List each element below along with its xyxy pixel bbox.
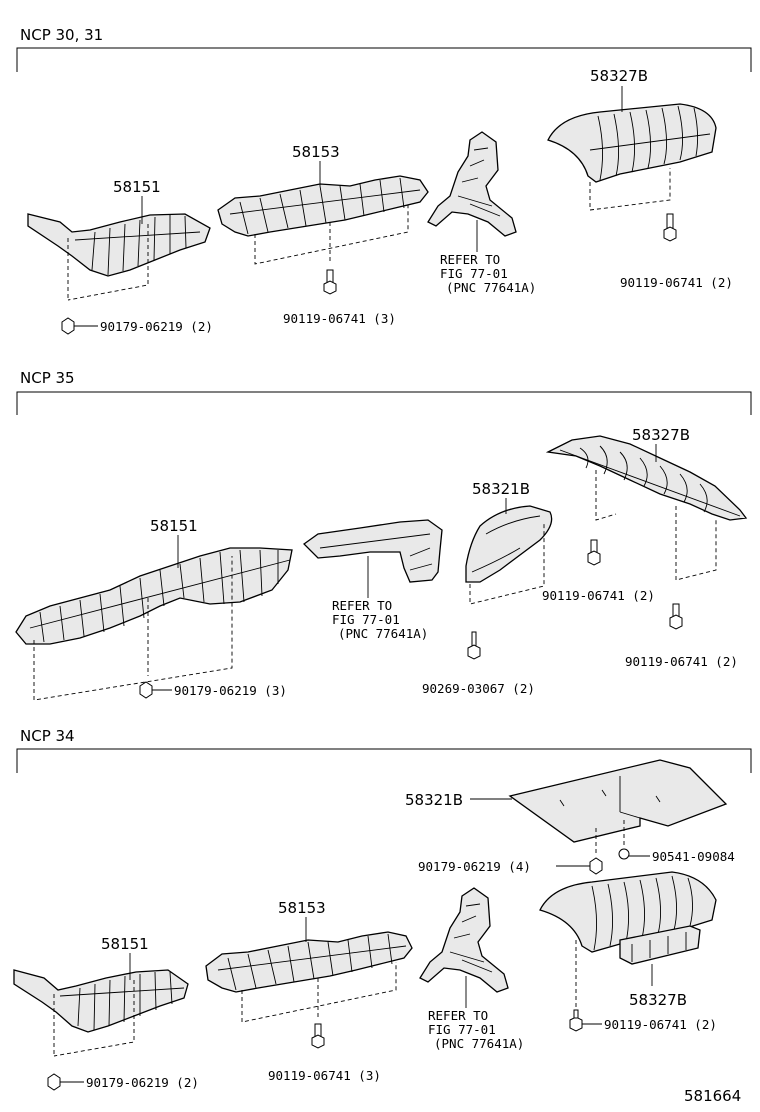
section-bracket: [16, 748, 752, 773]
fastener-label-nut: 90179-06219 (3): [174, 683, 287, 698]
heat-insulator-58321b[interactable]: [465, 505, 553, 583]
refer-line-3: (PNC 77641A): [338, 626, 428, 641]
fastener-label-bolt: 90119-06741 (2): [604, 1017, 717, 1032]
part-number-58151: 58151: [113, 178, 161, 196]
part-number-58327b: 58327B: [590, 67, 648, 85]
bolt-icon: [467, 631, 481, 660]
section-title-ncp-35: NCP 35: [20, 369, 75, 387]
part-number-58321b: 58321B: [472, 480, 530, 498]
fastener-label-bolt: 90119-06741 (3): [283, 311, 396, 326]
bolt-icon: [311, 1023, 325, 1049]
section-title-ncp-30-31: NCP 30, 31: [20, 26, 103, 44]
fastener-label-nut: 90179-06219 (2): [100, 319, 213, 334]
fastener-label-bolt: 90119-06741 (2): [620, 275, 733, 290]
heat-insulator-58153[interactable]: [205, 931, 413, 993]
bolt-icon: [323, 269, 337, 295]
section-ncp-35: NCP 35 58151 90179-06219 (3) REFER TO FI…: [15, 369, 752, 701]
fastener-label-nut: 90179-06219 (2): [86, 1075, 199, 1090]
bolt-icon: [663, 213, 677, 242]
fastener-label-nut: 90541-09084: [652, 849, 735, 864]
refer-line-2: FIG 77-01: [428, 1022, 496, 1037]
refer-line-3: (PNC 77641A): [446, 280, 536, 295]
part-number-58327b: 58327B: [629, 991, 687, 1009]
heat-insulator-58327b[interactable]: [539, 871, 717, 965]
exhaust-bracket[interactable]: [419, 887, 509, 993]
fastener-label-bolt: 90119-06741 (2): [625, 654, 738, 669]
nut-icon: [618, 848, 630, 860]
refer-line-1: REFER TO: [428, 1008, 488, 1023]
part-number-58151: 58151: [101, 935, 149, 953]
bolt-icon: [587, 539, 601, 566]
part-number-58153: 58153: [278, 899, 326, 917]
nut-icon: [47, 1073, 61, 1091]
section-bracket: [16, 391, 752, 415]
fastener-label-bolt: 90269-03067 (2): [422, 681, 535, 696]
exhaust-bracket[interactable]: [302, 519, 443, 583]
bolt-icon: [569, 1009, 583, 1032]
refer-line-2: FIG 77-01: [332, 612, 400, 627]
heat-insulator-58151[interactable]: [13, 969, 189, 1033]
fastener-label-bolt: 90119-06741 (2): [542, 588, 655, 603]
section-bracket: [16, 47, 752, 72]
section-title-ncp-34: NCP 34: [20, 727, 75, 745]
heat-insulator-58327b[interactable]: [545, 435, 748, 521]
nut-icon: [61, 317, 75, 335]
nut-icon: [139, 681, 153, 699]
fastener-label-bolt: 90119-06741 (3): [268, 1068, 381, 1083]
part-number-58153: 58153: [292, 143, 340, 161]
heat-insulator-58151[interactable]: [27, 213, 211, 277]
section-ncp-30-31: NCP 30, 31 58151 90179-06219 (2) 58153: [16, 26, 752, 335]
figure-number: 581664: [684, 1087, 741, 1105]
fastener-label-nut: 90179-06219 (4): [418, 859, 531, 874]
section-ncp-34: NCP 34 58321B 90179-06219 (4) 90541-0908…: [13, 727, 752, 1091]
refer-line-3: (PNC 77641A): [434, 1036, 524, 1051]
exhaust-bracket[interactable]: [427, 131, 517, 237]
heat-insulator-58153[interactable]: [217, 175, 429, 237]
heat-insulator-58321b[interactable]: [508, 759, 728, 843]
part-number-58151: 58151: [150, 517, 198, 535]
refer-line-2: FIG 77-01: [440, 266, 508, 281]
bolt-icon: [669, 603, 683, 630]
part-number-58321b: 58321B: [405, 791, 463, 809]
part-number-58327b: 58327B: [632, 426, 690, 444]
nut-icon: [589, 857, 603, 875]
refer-line-1: REFER TO: [332, 598, 392, 613]
heat-insulator-58327b[interactable]: [547, 103, 717, 183]
refer-line-1: REFER TO: [440, 252, 500, 267]
heat-insulator-58151[interactable]: [15, 547, 293, 645]
